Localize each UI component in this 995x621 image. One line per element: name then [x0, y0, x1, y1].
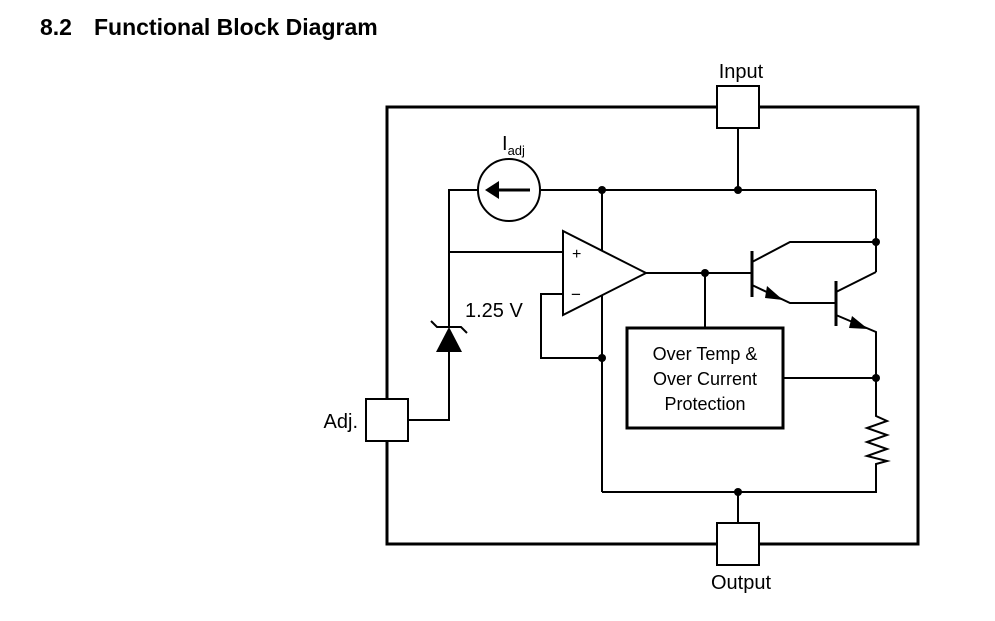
opamp-minus-label: − — [571, 285, 581, 304]
section-title: Functional Block Diagram — [93, 14, 378, 40]
resistor-icon — [863, 410, 891, 466]
iadj-label: Iadj — [502, 133, 525, 158]
output-pin — [716, 522, 760, 566]
output-pin-label: Output — [711, 572, 771, 594]
junction-dots — [598, 186, 880, 496]
opamp-plus-label: + — [572, 246, 581, 263]
current-direction-arrow — [485, 181, 499, 199]
iadj-subscript: adj — [508, 143, 525, 158]
reference-voltage-label: 1.25 V — [465, 300, 523, 322]
protection-line-1: Over Temp & — [653, 344, 758, 364]
iadj-main: I — [502, 133, 508, 155]
adj-pin — [365, 398, 409, 442]
wires — [408, 128, 877, 523]
input-pin — [716, 85, 760, 129]
junction-dot — [701, 269, 709, 277]
section-heading: 8.2 Functional Block Diagram — [40, 14, 378, 41]
junction-dot — [872, 238, 880, 246]
junction-dot — [598, 354, 606, 362]
section-number: 8.2 — [40, 14, 72, 40]
opamp-triangle — [562, 229, 649, 317]
input-pin-label: Input — [719, 61, 764, 83]
junction-dot — [872, 374, 880, 382]
junction-dot — [734, 488, 742, 496]
junction-dot — [598, 186, 606, 194]
protection-block — [625, 326, 785, 430]
protection-line-3: Protection — [664, 394, 745, 414]
zener-diode-icon — [436, 327, 462, 352]
adj-pin-label: Adj. — [324, 411, 358, 433]
q1-emitter-arrow — [765, 286, 783, 300]
junction-dot — [734, 186, 742, 194]
protection-line-2: Over Current — [653, 369, 757, 389]
q2-emitter-arrow — [849, 316, 868, 329]
chip-outline — [385, 105, 920, 546]
